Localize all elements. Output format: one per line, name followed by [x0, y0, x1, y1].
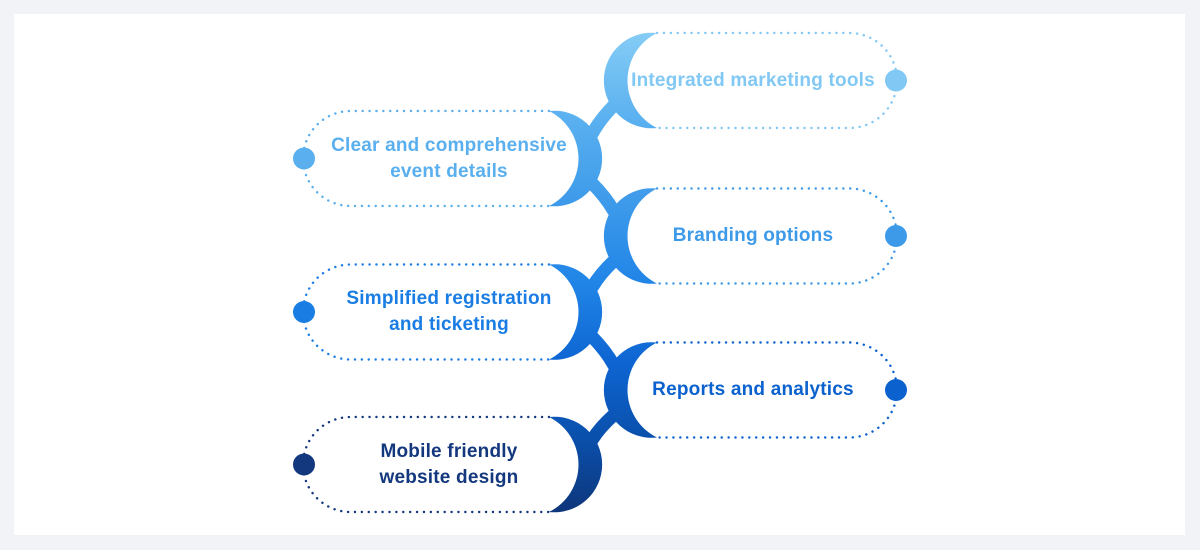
spine-neck: [585, 177, 621, 218]
spine-neck: [585, 408, 621, 446]
pill-outline: [301, 263, 551, 361]
pill-outline: [655, 31, 899, 130]
spine-cap-arc: [603, 32, 657, 129]
pill-outlines: [301, 31, 899, 514]
pill-outline: [655, 187, 899, 285]
end-dot: [293, 147, 315, 170]
spine-cap-arc: [603, 342, 657, 438]
pill-outline: [655, 341, 899, 439]
end-dot: [885, 379, 907, 401]
pill-outline: [301, 415, 551, 514]
pill-outline: [301, 109, 551, 208]
end-dot: [885, 69, 907, 92]
spine-cap-arc: [549, 416, 603, 513]
spine-neck: [585, 254, 621, 294]
spine-cap-arc: [549, 110, 603, 207]
spine-cap-arc: [603, 188, 657, 284]
spine-cap-arc: [549, 264, 603, 360]
spine-neck: [585, 330, 621, 372]
end-dot: [885, 225, 907, 247]
spine-wave-caps: [549, 32, 657, 513]
end-dot: [293, 453, 315, 476]
spine-neck: [585, 99, 621, 140]
end-dots: [293, 69, 907, 476]
end-dot: [293, 301, 315, 323]
